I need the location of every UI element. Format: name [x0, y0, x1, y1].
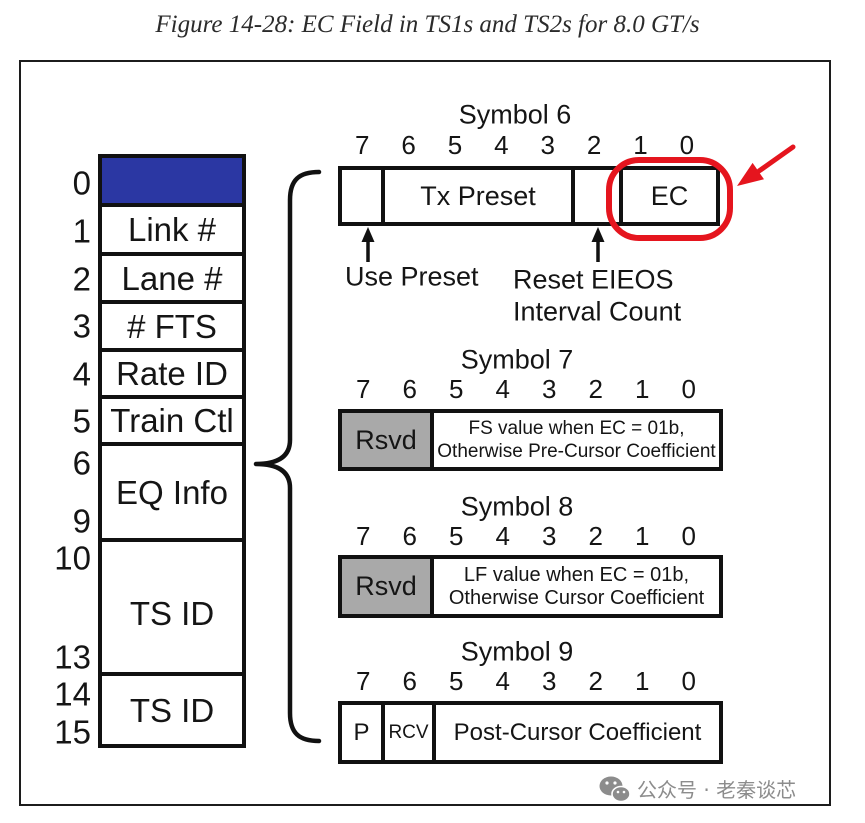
post-cursor-field: Post-Cursor Coefficient	[432, 701, 723, 764]
bit-number: 3	[542, 666, 557, 696]
symbol-6-bit-numbers: 7 6 5 4 3 2 1 0	[339, 132, 710, 158]
os-symbol-14-15-cell: TS ID	[98, 672, 246, 748]
rsvd-label: Rsvd	[355, 424, 417, 455]
bit-number: 0	[681, 666, 696, 696]
rate-id-label: Rate ID	[116, 355, 228, 392]
bit-number: 7	[356, 374, 371, 404]
tx-preset-label: Tx Preset	[420, 180, 536, 211]
symbol-9-bit-numbers: 7 6 5 4 3 2 1 0	[340, 668, 712, 694]
bit-number: 7	[354, 130, 370, 160]
use-preset-bit-cell	[338, 166, 385, 226]
bit-number: 5	[449, 374, 464, 404]
bit-number: 4	[494, 130, 509, 160]
fs-value-line-2: Otherwise Pre-Cursor Coefficient	[437, 441, 716, 462]
symbol-number-end: 9	[72, 502, 91, 540]
symbol-number: 14	[54, 675, 91, 713]
bit-number: 1	[635, 521, 650, 551]
bit-number: 6	[402, 666, 417, 696]
bit-number: 7	[356, 521, 371, 551]
train-ctl-label: Train Ctl	[110, 402, 234, 439]
fts-label: # FTS	[127, 307, 217, 345]
os-symbol-5-cell: Train Ctl	[98, 395, 246, 446]
eq-info-label: EQ Info	[116, 473, 228, 511]
ts-id-label: TS ID	[129, 594, 215, 632]
reset-eieos-bit-cell	[571, 166, 623, 226]
symbol-7-title: Symbol 7	[460, 344, 574, 375]
bit-number: 6	[402, 374, 417, 404]
rcv-label: RCV	[388, 722, 429, 743]
bit-number: 4	[495, 374, 510, 404]
bit-number: 3	[540, 130, 555, 160]
bit-number: 1	[635, 666, 650, 696]
bit-number: 2	[588, 521, 603, 551]
symbol-8-title: Symbol 8	[460, 491, 574, 522]
symbol-number: 1	[72, 212, 91, 250]
bit-number: 5	[449, 521, 464, 551]
figure-caption: Figure 14-28: EC Field in TS1s and TS2s …	[155, 11, 700, 38]
bit-number: 1	[633, 130, 648, 160]
os-symbol-3-cell: # FTS	[98, 300, 246, 352]
symbol-number: 6	[72, 444, 91, 482]
figure-frame	[19, 60, 831, 806]
os-symbol-1-cell: Link #	[98, 203, 246, 256]
symbol-number: 2	[72, 260, 91, 298]
bit-number: 6	[401, 130, 416, 160]
ec-label: EC	[650, 180, 689, 211]
symbol-8-rsvd-field: Rsvd	[338, 555, 434, 618]
bit-number: 2	[588, 666, 603, 696]
lane-number-label: Lane #	[121, 259, 223, 297]
symbol-7-rsvd-field: Rsvd	[338, 409, 434, 471]
bit-number: 4	[495, 521, 510, 551]
symbol-number: 4	[72, 355, 91, 393]
os-symbol-0-cell	[98, 154, 246, 207]
bit-number: 0	[681, 374, 696, 404]
lf-value-line-2: Otherwise Cursor Coefficient	[448, 586, 705, 609]
lf-cursor-field: LF value when EC = 01b, Otherwise Cursor…	[430, 555, 723, 618]
rsvd-label: Rsvd	[355, 571, 417, 601]
symbol-number: 5	[72, 402, 91, 440]
symbol-6-title: Symbol 6	[458, 99, 572, 130]
symbol-9-title: Symbol 9	[460, 636, 574, 667]
bit-number: 1	[635, 374, 650, 404]
symbol-number: 0	[72, 164, 91, 202]
p-field: P	[338, 701, 385, 764]
lf-value-line-1: LF value when EC = 01b,	[463, 563, 690, 586]
post-cursor-label: Post-Cursor Coefficient	[453, 718, 702, 746]
fs-pre-cursor-field: FS value when EC = 01b, Otherwise Pre-Cu…	[430, 409, 723, 471]
os-symbol-6-9-cell: EQ Info	[98, 442, 246, 542]
symbol-number-end: 15	[54, 713, 91, 751]
rcv-field: RCV	[381, 701, 436, 764]
bit-number: 5	[447, 130, 463, 160]
reset-eieos-note-line-2: Interval Count	[513, 296, 682, 327]
bit-number: 0	[679, 130, 695, 160]
bit-number: 7	[356, 666, 371, 696]
bit-number: 5	[449, 666, 464, 696]
symbol-number: 10	[54, 539, 91, 577]
symbol-number-end: 13	[54, 638, 91, 676]
bit-number: 3	[542, 521, 557, 551]
bit-number: 2	[588, 374, 603, 404]
bit-number: 4	[495, 666, 510, 696]
reset-eieos-note-line-1: Reset EIEOS	[513, 264, 674, 295]
os-symbol-10-13-cell: TS ID	[98, 538, 246, 676]
tx-preset-field: Tx Preset	[381, 166, 575, 226]
p-label: P	[353, 718, 370, 746]
symbol-7-bit-numbers: 7 6 5 4 3 2 1 0	[340, 376, 712, 402]
use-preset-note: Use Preset	[345, 261, 479, 292]
ts-id-label: TS ID	[129, 691, 215, 729]
bit-number: 0	[681, 521, 696, 551]
bit-number: 6	[402, 521, 417, 551]
bit-number: 3	[542, 374, 557, 404]
symbol-8-bit-numbers: 7 6 5 4 3 2 1 0	[340, 523, 712, 549]
bit-number: 2	[586, 130, 602, 160]
fs-value-line-1: FS value when EC = 01b,	[468, 418, 685, 439]
os-symbol-4-cell: Rate ID	[98, 348, 246, 399]
ec-field: EC	[619, 166, 720, 226]
symbol-number: 3	[72, 307, 91, 345]
watermark-text: 公众号 · 老秦谈芯	[637, 778, 797, 802]
os-symbol-2-cell: Lane #	[98, 252, 246, 304]
link-number-label: Link #	[127, 211, 217, 248]
